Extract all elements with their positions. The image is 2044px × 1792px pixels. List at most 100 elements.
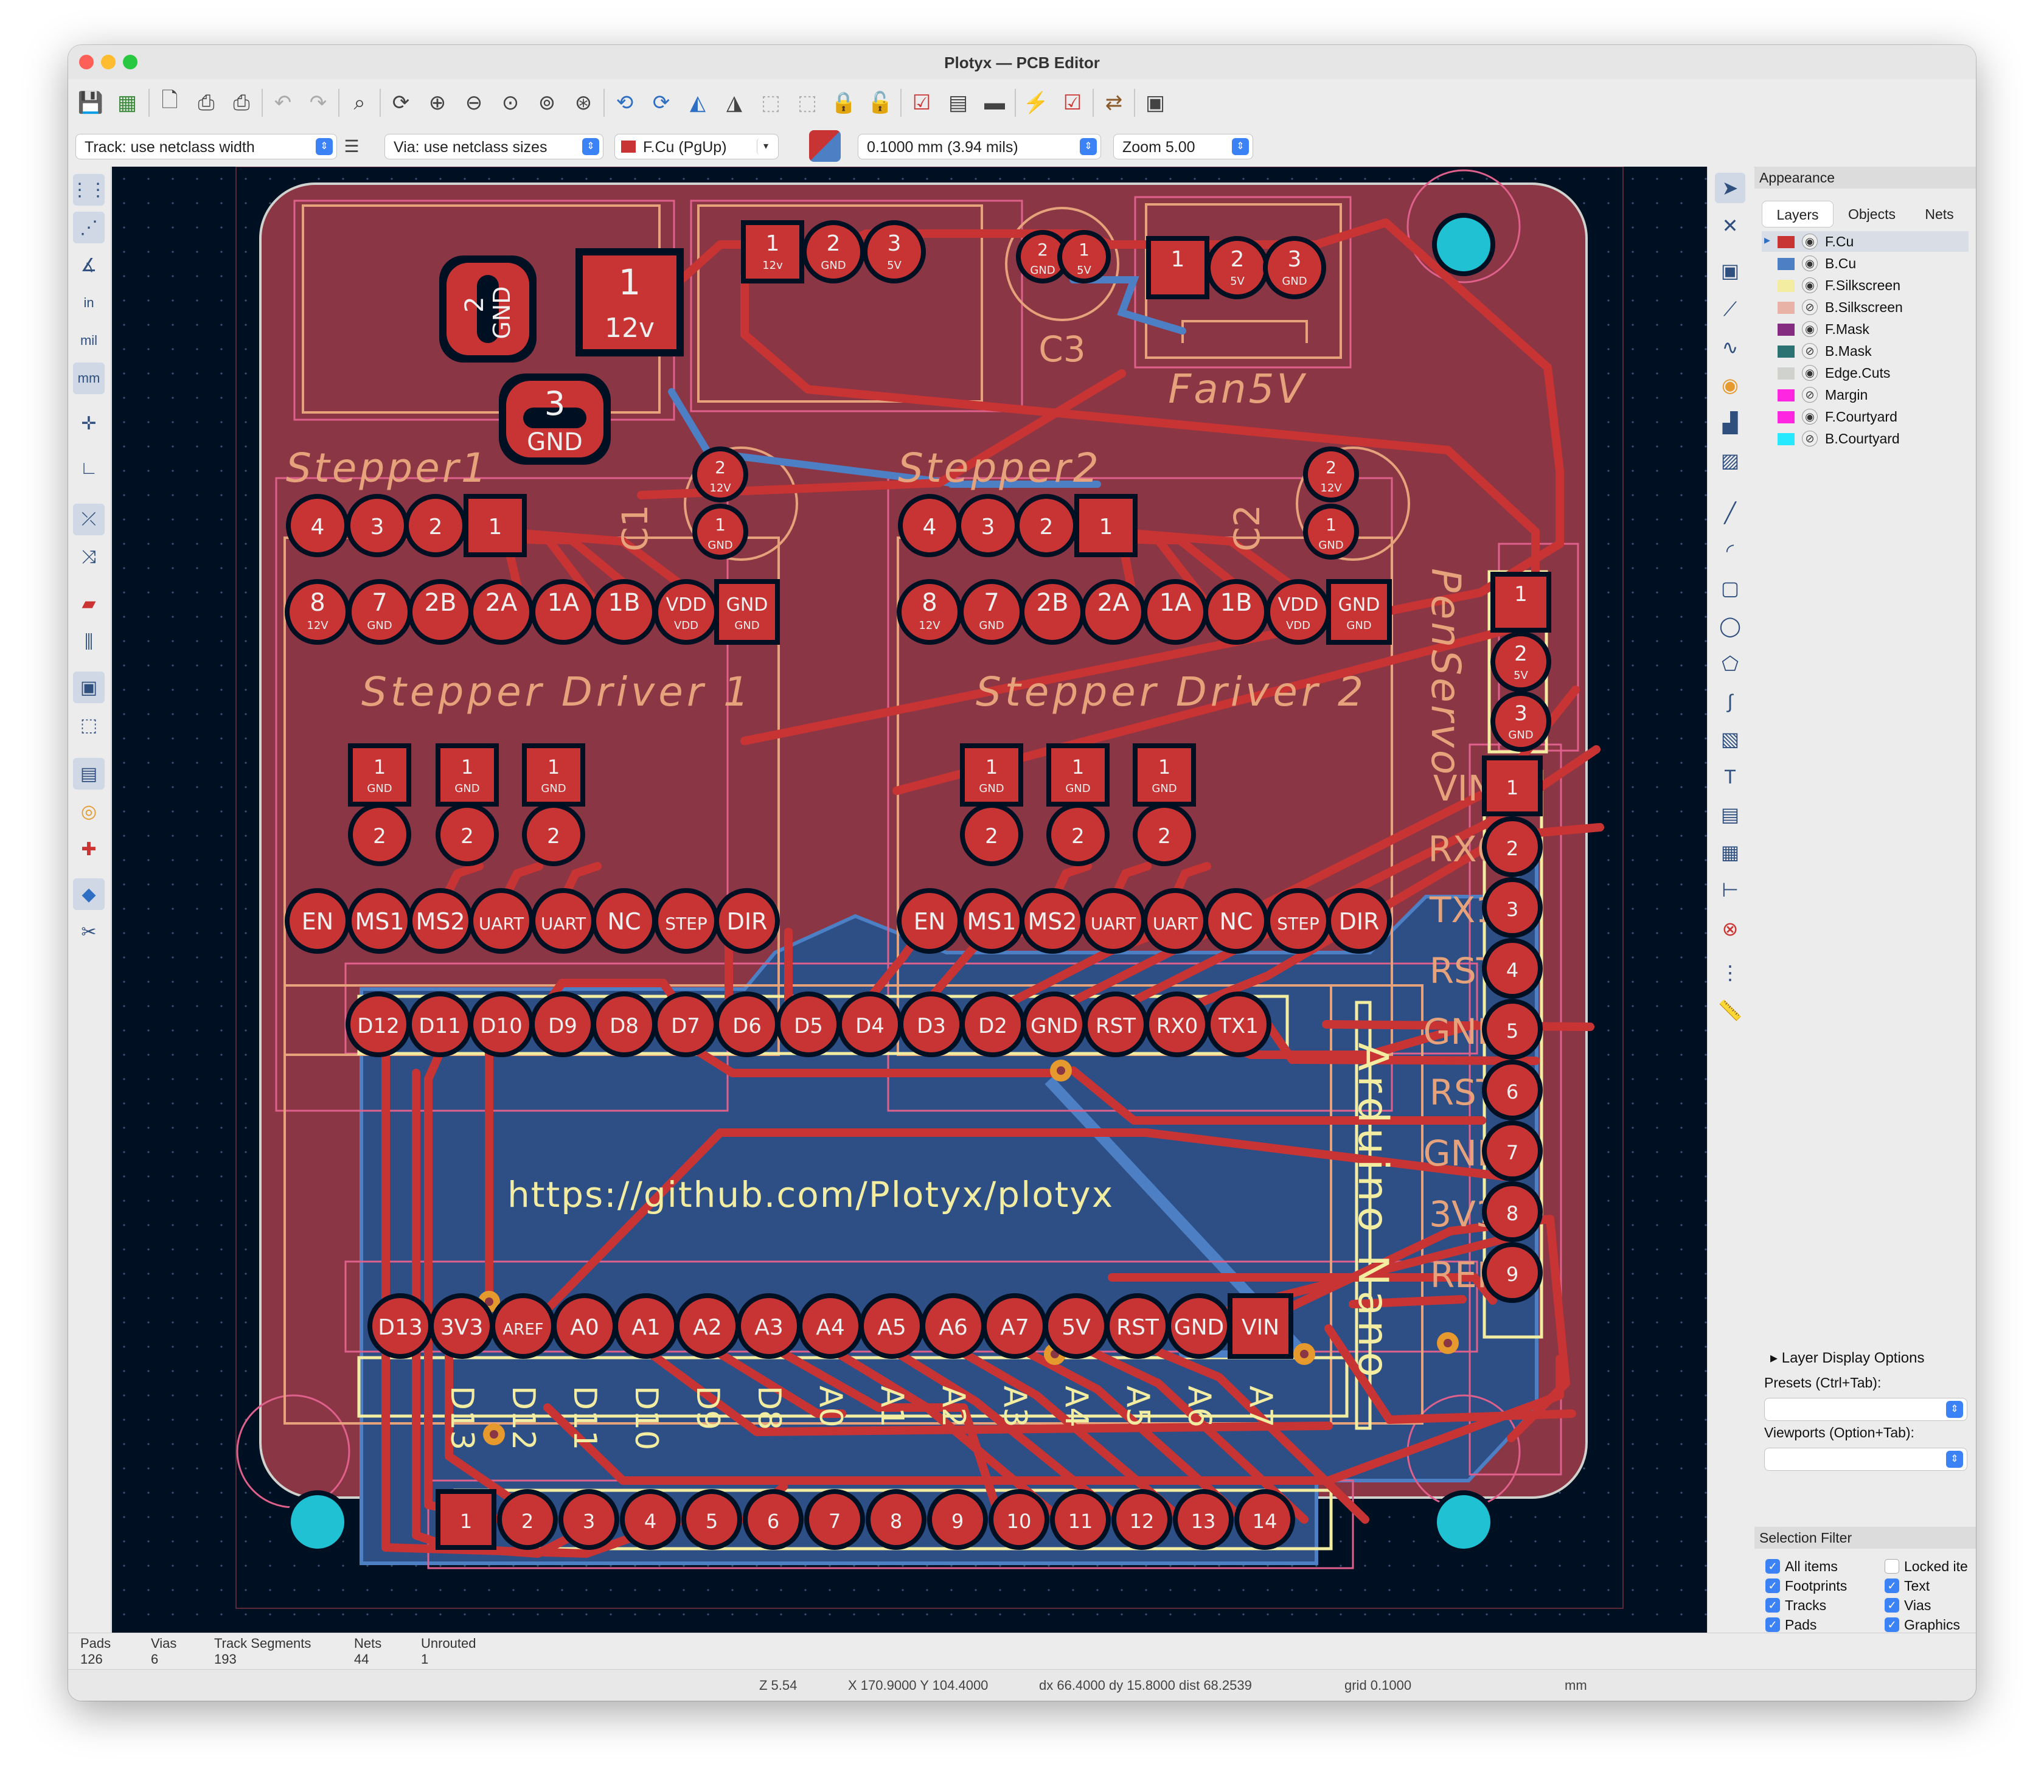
find-icon[interactable]: ⌕ bbox=[353, 91, 366, 114]
layer-row-f-cu[interactable]: ▸◉F.Cu bbox=[1762, 231, 1969, 252]
save-icon[interactable]: 💾 bbox=[77, 91, 104, 114]
track-width-select[interactable]: Track: use netclass width⇕ bbox=[75, 134, 337, 159]
units-mm-button[interactable]: mm bbox=[73, 363, 105, 394]
layer-display-options-toggle[interactable]: ▸ Layer Display Options bbox=[1770, 1349, 1925, 1367]
board-setup-icon[interactable]: ▦ bbox=[117, 91, 137, 114]
lock-icon[interactable]: 🔒 bbox=[830, 91, 857, 114]
tab-objects[interactable]: Objects bbox=[1848, 206, 1896, 222]
mirror-icon[interactable]: ◮ bbox=[726, 91, 743, 114]
zoom-window-button[interactable] bbox=[123, 55, 137, 69]
minimize-window-button[interactable] bbox=[101, 55, 116, 69]
add-via-icon[interactable]: ◉ bbox=[1722, 374, 1739, 396]
measure-icon[interactable]: 📏 bbox=[1718, 999, 1742, 1021]
draw-polygon-icon[interactable]: ⬠ bbox=[1722, 653, 1739, 675]
via-outline-icon[interactable]: ◎ bbox=[80, 801, 97, 822]
zoom-select[interactable]: Zoom 5.00⇕ bbox=[1113, 134, 1253, 159]
zoom-in-icon[interactable]: ⊕ bbox=[428, 91, 447, 114]
layer-pair-icon[interactable] bbox=[809, 130, 841, 162]
eye-hidden-icon[interactable]: ⊘ bbox=[1802, 431, 1818, 446]
layer-color-swatch[interactable] bbox=[1778, 411, 1795, 423]
eye-hidden-icon[interactable]: ⊘ bbox=[1802, 387, 1818, 403]
layer-row-b-mask[interactable]: ⊘B.Mask bbox=[1762, 341, 1969, 361]
rule-area-icon[interactable]: ▨ bbox=[1720, 450, 1740, 471]
add-textbox-icon[interactable]: ▤ bbox=[1720, 804, 1740, 825]
layer-color-swatch[interactable] bbox=[1778, 324, 1795, 336]
cursor-crosshair-icon[interactable]: ✛ bbox=[81, 413, 97, 434]
polar-coords-icon[interactable]: ∡ bbox=[80, 255, 97, 276]
viewports-select[interactable]: ⇕ bbox=[1764, 1448, 1967, 1471]
checkbox-icon[interactable]: ✓ bbox=[1765, 1559, 1780, 1574]
unlock-icon[interactable]: 🔓 bbox=[867, 91, 894, 114]
layer-color-swatch[interactable] bbox=[1778, 258, 1795, 270]
checkbox-icon[interactable]: ✓ bbox=[1765, 1617, 1780, 1632]
close-window-button[interactable] bbox=[79, 55, 94, 69]
eye-icon[interactable]: ◉ bbox=[1802, 277, 1818, 293]
scripting-icon[interactable]: ⚡ bbox=[1023, 91, 1049, 114]
layer-select[interactable]: F.Cu (PgUp)▾ bbox=[614, 134, 779, 159]
eye-hidden-icon[interactable]: ⊘ bbox=[1802, 343, 1818, 359]
grid-select[interactable]: 0.1000 mm (3.94 mils)⇕ bbox=[858, 134, 1101, 159]
checkbox-icon[interactable]: ✓ bbox=[1885, 1617, 1899, 1632]
draw-bezier-icon[interactable]: ∫ bbox=[1727, 690, 1733, 712]
ratsnest-icon[interactable]: ⤫ bbox=[73, 504, 105, 535]
grid-origin-icon[interactable]: ⋮ bbox=[1720, 962, 1740, 984]
zoom-area-icon[interactable]: ⊛ bbox=[574, 91, 593, 114]
zoom-out-icon[interactable]: ⊖ bbox=[465, 91, 483, 114]
eye-icon[interactable]: ◉ bbox=[1802, 234, 1818, 249]
net-color-icon[interactable]: ⫼ bbox=[85, 632, 93, 652]
units-inch-button[interactable]: in bbox=[73, 287, 105, 319]
group-icon[interactable]: ⬚ bbox=[760, 91, 781, 114]
layer-color-swatch[interactable] bbox=[1778, 389, 1795, 401]
draw-rect-icon[interactable]: ▢ bbox=[1720, 577, 1740, 599]
plot-icon[interactable]: ⎙ bbox=[233, 91, 250, 114]
via-size-select[interactable]: Via: use netclass sizes⇕ bbox=[384, 134, 603, 159]
page-settings-icon[interactable]: 🗋 bbox=[161, 88, 178, 112]
footprint-editor-icon[interactable]: ▬ bbox=[984, 91, 1005, 114]
layer-row-margin[interactable]: ⊘Margin bbox=[1762, 384, 1969, 405]
drc-icon[interactable]: ☑ bbox=[1063, 91, 1082, 114]
eye-icon[interactable]: ◉ bbox=[1802, 255, 1818, 271]
add-table-icon[interactable]: ▦ bbox=[1720, 841, 1740, 863]
add-dimension-icon[interactable]: ⊢ bbox=[1722, 879, 1739, 901]
zoom-objects-icon[interactable]: ⊚ bbox=[538, 91, 556, 114]
properties-icon[interactable]: ✂ bbox=[81, 922, 97, 942]
print-icon[interactable]: ⎙ bbox=[198, 91, 215, 114]
draw-line-icon[interactable]: ╱ bbox=[1724, 502, 1736, 524]
checkbox-icon[interactable] bbox=[1885, 1559, 1899, 1574]
layer-color-swatch[interactable] bbox=[1778, 367, 1795, 380]
zoom-fit-icon[interactable]: ⊙ bbox=[501, 91, 520, 114]
checkbox-icon[interactable]: ✓ bbox=[1885, 1598, 1899, 1613]
netlist-icon[interactable]: ☑ bbox=[912, 91, 931, 114]
tab-nets[interactable]: Nets bbox=[1925, 206, 1954, 222]
tune-length-icon[interactable]: ∿ bbox=[1722, 336, 1739, 358]
eye-icon[interactable]: ◉ bbox=[1802, 365, 1818, 381]
rotate-cw-icon[interactable]: ⟳ bbox=[652, 91, 670, 114]
refresh-icon[interactable]: ⟳ bbox=[392, 91, 410, 114]
layer-color-swatch[interactable] bbox=[1778, 302, 1795, 314]
layer-color-swatch[interactable] bbox=[1778, 346, 1795, 358]
local-ratsnest-icon[interactable]: ✕ bbox=[1722, 215, 1739, 237]
local-origin-icon[interactable]: ∟ bbox=[80, 458, 98, 478]
console-icon[interactable]: ▣ bbox=[1145, 91, 1166, 114]
route-track-icon[interactable]: ⟋ bbox=[1723, 298, 1737, 320]
curved-ratsnest-icon[interactable]: ⤨ bbox=[82, 547, 96, 567]
tab-layers[interactable]: Layers bbox=[1762, 201, 1834, 227]
redo-icon[interactable]: ↷ bbox=[309, 91, 327, 114]
eye-hidden-icon[interactable]: ⊘ bbox=[1802, 299, 1818, 315]
add-text-icon[interactable]: T bbox=[1724, 765, 1736, 788]
layer-row-f-mask[interactable]: ◉F.Mask bbox=[1762, 319, 1969, 339]
flip-horizontal-icon[interactable]: ◭ bbox=[689, 91, 706, 114]
add-zone-icon[interactable]: ▟ bbox=[1722, 412, 1738, 434]
select-arrow-icon[interactable]: ➤ bbox=[1715, 173, 1745, 203]
grid-toggle-icon[interactable]: ⋮⋮ bbox=[71, 174, 107, 206]
layer-color-swatch[interactable] bbox=[1778, 236, 1795, 248]
delete-tool-icon[interactable]: ⊗ bbox=[1722, 918, 1739, 940]
rotate-ccw-icon[interactable]: ⟲ bbox=[616, 91, 634, 114]
presets-select[interactable]: ⇕ bbox=[1764, 1398, 1967, 1421]
auto-track-width-icon[interactable]: ☰ bbox=[344, 136, 360, 156]
ungroup-icon[interactable]: ⬚ bbox=[797, 91, 818, 114]
checkbox-icon[interactable]: ✓ bbox=[1885, 1578, 1899, 1593]
eye-icon[interactable]: ◉ bbox=[1802, 321, 1818, 337]
eye-icon[interactable]: ◉ bbox=[1802, 409, 1818, 425]
grid-overrides-icon[interactable]: ⋰ bbox=[73, 212, 105, 243]
